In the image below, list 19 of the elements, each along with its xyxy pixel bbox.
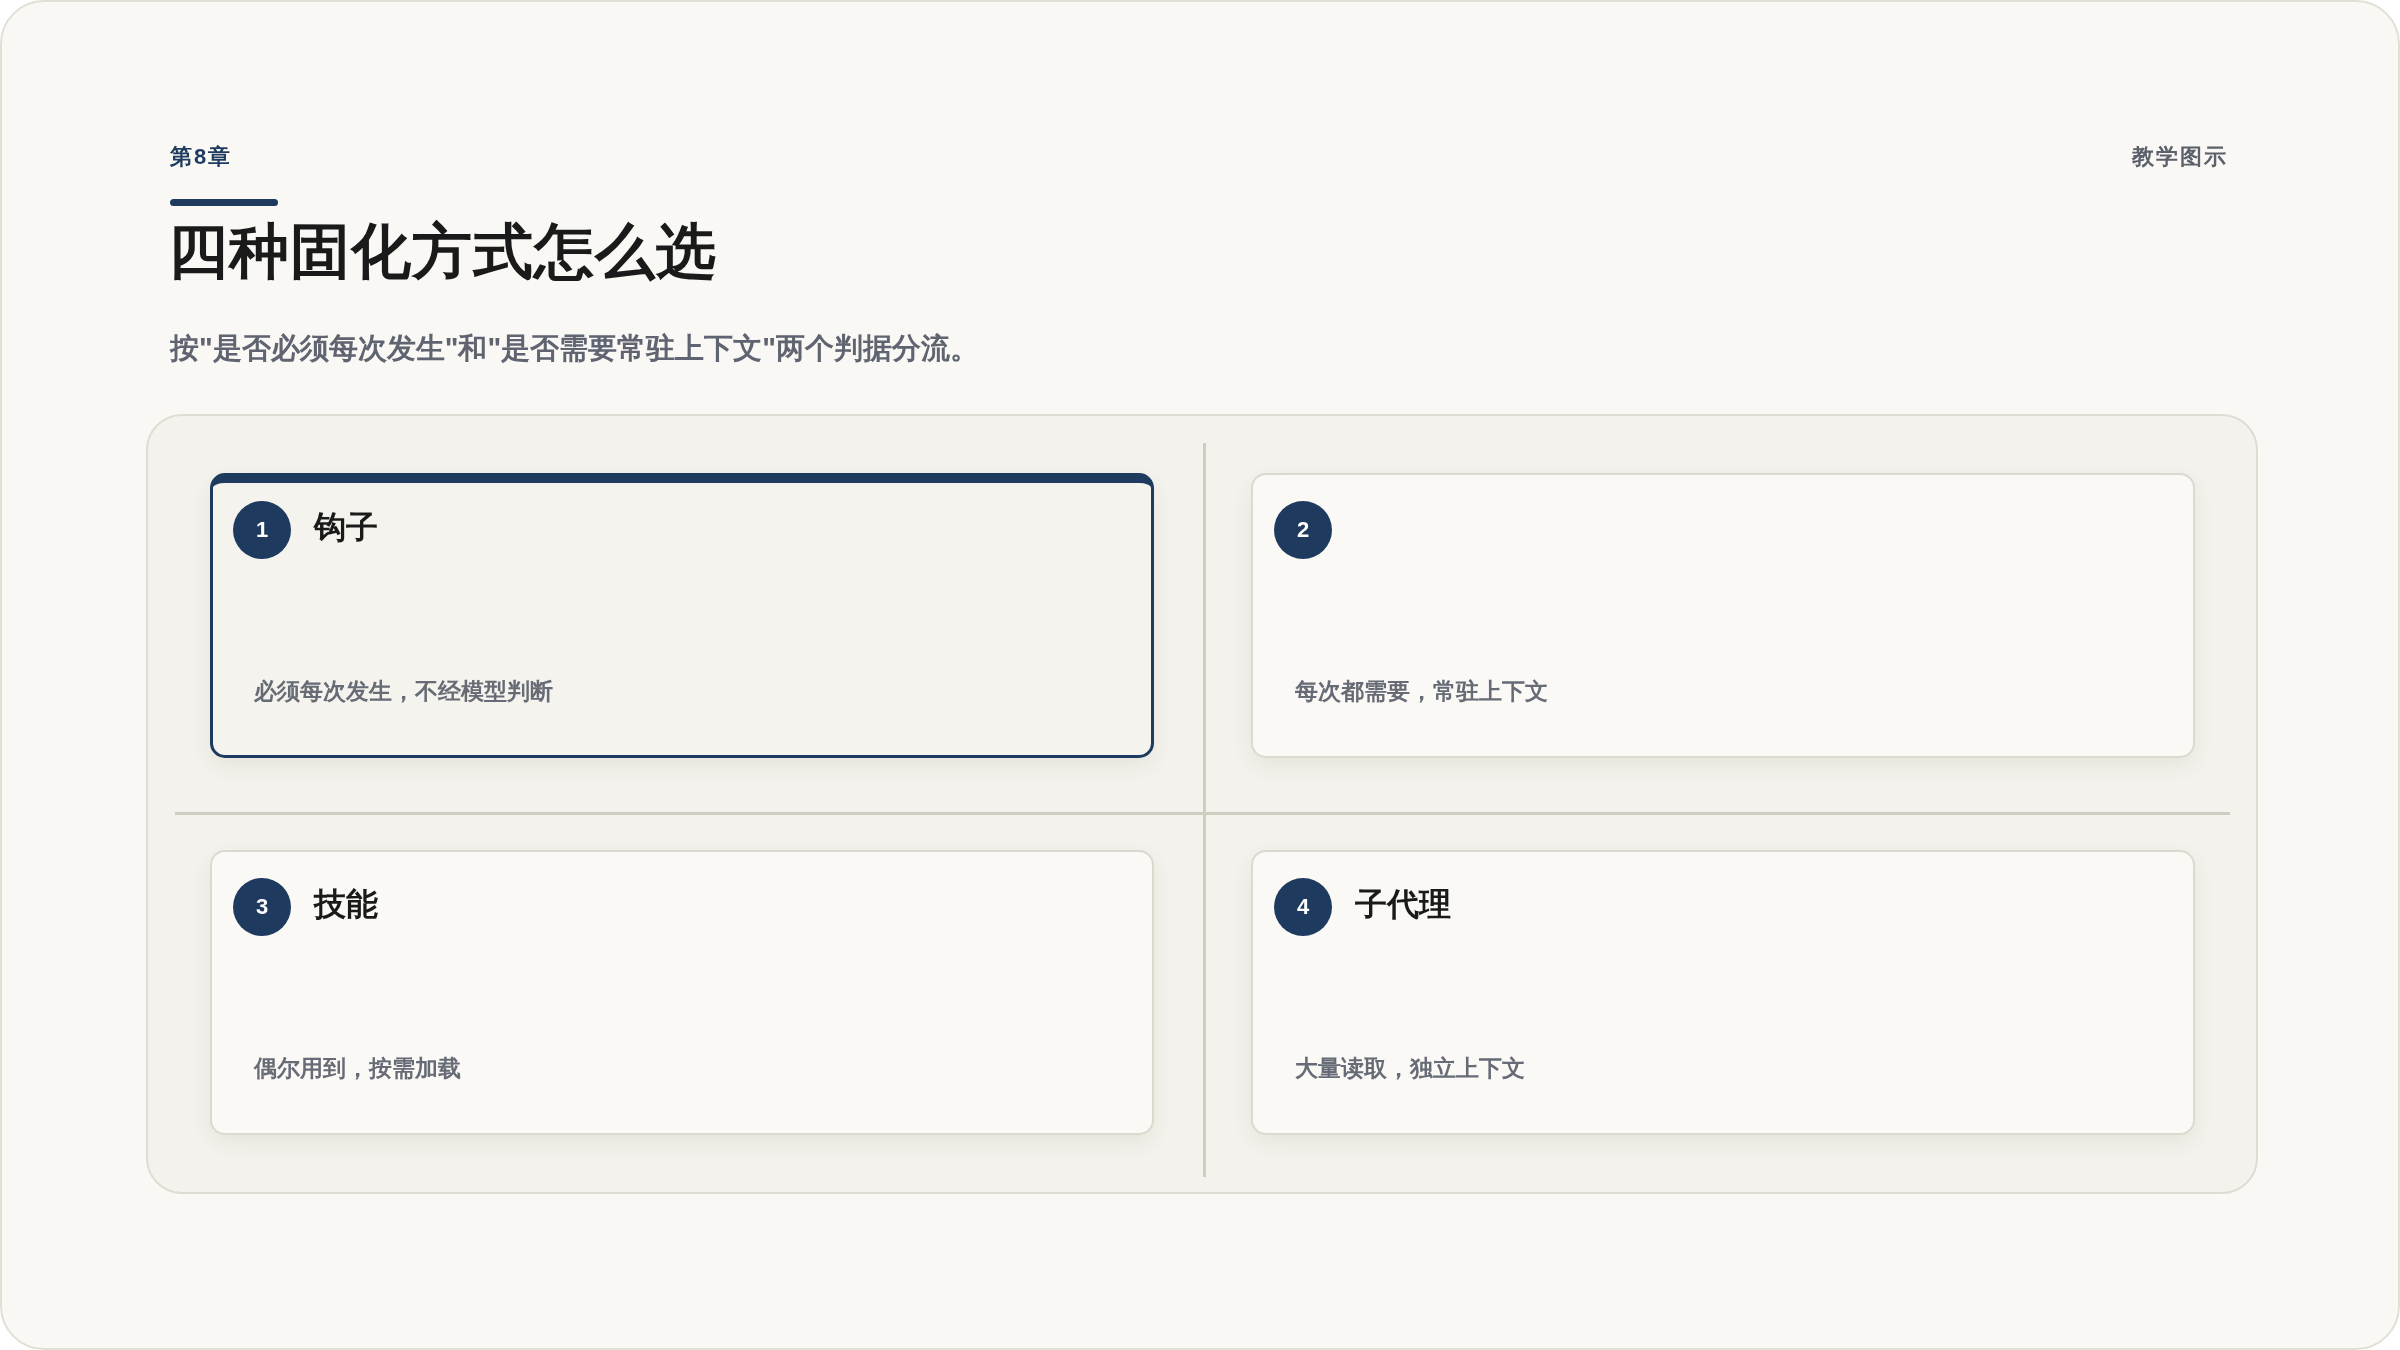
card <box>1251 850 2195 1135</box>
card <box>1251 473 2195 758</box>
number-badge: 3 <box>233 878 291 936</box>
card-description: 必须每次发生，不经模型判断 <box>254 678 553 706</box>
title: 四种固化方式怎么选 <box>168 217 717 287</box>
card <box>210 850 1154 1135</box>
card <box>210 473 1154 758</box>
card-heading: 技能 <box>314 885 378 924</box>
chapter-label: 第8章 <box>170 144 233 171</box>
card-heading: 钩子 <box>314 508 378 547</box>
number-badge: 4 <box>1274 878 1332 936</box>
card-heading: 子代理 <box>1355 885 1451 924</box>
number-badge: 1 <box>233 501 291 559</box>
subtitle: 按"是否必须每次发生"和"是否需要常驻上下文"两个判据分流。 <box>170 331 979 366</box>
card-description: 每次都需要，常驻上下文 <box>1295 678 1548 706</box>
card-description: 大量读取，独立上下文 <box>1295 1055 1525 1083</box>
number-badge: 2 <box>1274 501 1332 559</box>
tag-label: 教学图示 <box>2132 144 2228 171</box>
card-description: 偶尔用到，按需加载 <box>254 1055 461 1083</box>
